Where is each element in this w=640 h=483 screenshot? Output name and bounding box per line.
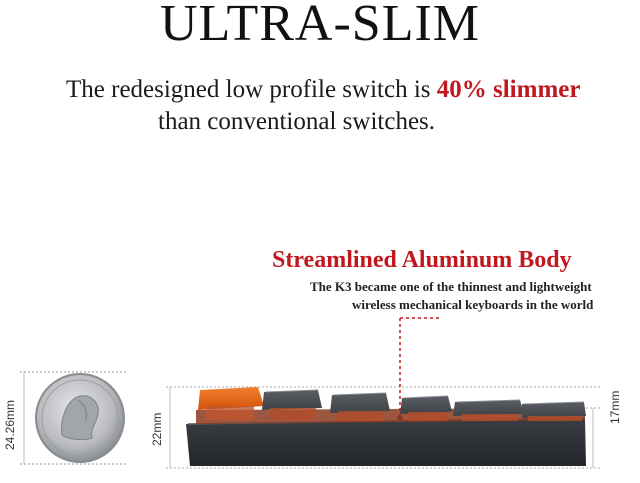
subtitle-line-1: The redesigned low profile switch is 40%… [66,76,580,104]
keyboard-height-label: 22mm [150,412,164,446]
coin-height-label: 24.26mm [3,399,17,450]
subtitle-prefix: The redesigned low profile switch is [66,76,437,103]
feature-description-line-2: wireless mechanical keyboards in the wor… [352,297,594,312]
quarter-coin-illustration [35,373,125,463]
feature-pointer-line [399,317,440,418]
keyboard-guide-lines [166,386,600,469]
subtitle-line-2: than conventional switches. [158,108,436,135]
subtitle-highlight: 40% slimmer [436,76,581,103]
headline: ULTRA-SLIM [159,0,481,52]
coin-guide-lines [20,371,128,465]
feature-title: Streamlined Aluminum Body [272,247,572,273]
feature-description-line-1: The K3 became one of the thinnest and li… [310,279,592,294]
keyboard-side-profile [186,387,586,466]
body-height-label: 17mm [608,390,622,424]
